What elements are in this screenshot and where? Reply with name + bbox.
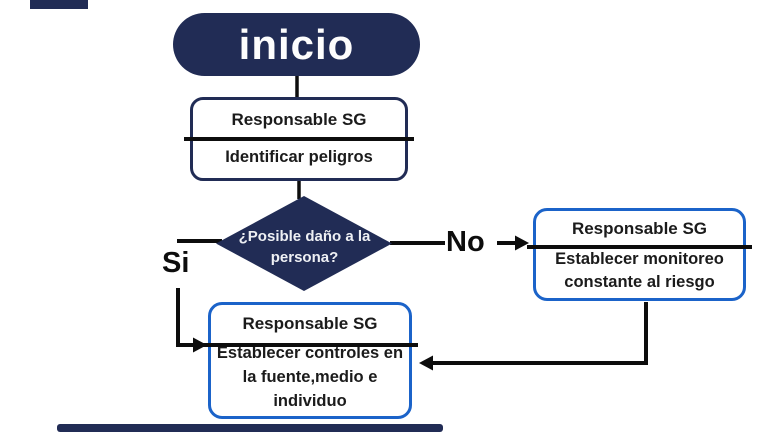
start-node-label: inicio [238, 20, 355, 68]
process-box-identify: Responsable SG Identificar peligros [184, 97, 414, 181]
arrowhead-into-monitor [515, 235, 529, 251]
decision-question-line2: persona? [270, 249, 339, 266]
top-left-accent-bar [30, 0, 88, 9]
process-box-controls-header: Responsable SG [242, 314, 378, 333]
arrowhead-into-controls-left [193, 337, 207, 353]
bottom-accent-bar [57, 424, 443, 432]
decision-question: ¿Posible daño a la persona? [214, 223, 395, 271]
process-box-monitor-body-line1: Establecer monitoreo [555, 249, 724, 268]
process-box-controls-divider [202, 343, 418, 347]
decision-question-line1: ¿Posible daño a la [238, 228, 371, 245]
process-box-controls-body-line1: Establecer controles en [216, 344, 404, 363]
process-box-monitor-header: Responsable SG [571, 219, 708, 238]
decision-diamond-shape [216, 196, 392, 291]
process-box-identify-header: Responsable SG [231, 109, 367, 129]
branch-label-si: Si [162, 247, 190, 279]
process-box-controls-body-line2: la fuente,medio e [242, 368, 378, 387]
process-box-monitor: Responsable SG Establecer monitoreo cons… [527, 208, 752, 301]
process-box-monitor-divider [527, 245, 752, 249]
branch-label-no: No [446, 226, 485, 258]
process-box-identify-body: Identificar peligros [225, 148, 373, 167]
connector-monitor-to-controls [431, 302, 648, 365]
connector-si-to-controls [176, 288, 195, 347]
process-box-controls-body-line3: individuo [273, 391, 347, 410]
process-box-controls: Responsable SG Establecer controles en l… [202, 302, 418, 419]
start-node: inicio [173, 13, 420, 76]
arrowhead-into-controls-right [419, 355, 433, 371]
process-box-monitor-body-line2: constante al riesgo [564, 273, 715, 291]
process-box-identify-divider [184, 137, 414, 141]
